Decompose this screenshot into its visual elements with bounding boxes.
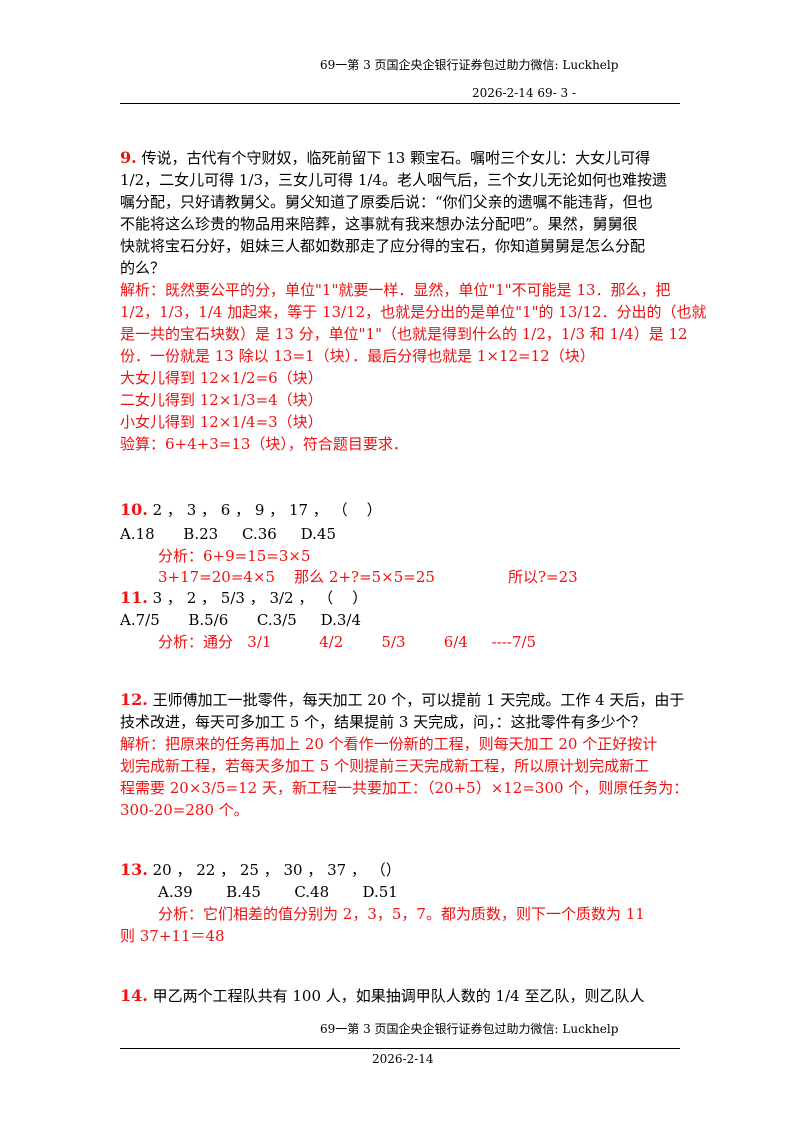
question-number: 13.	[120, 860, 148, 879]
question-number: 10.	[120, 500, 148, 519]
question-text: 传说，古代有个守财奴，临死前留下 13 颗宝石。嘱咐三个女儿：大女儿可得	[141, 149, 651, 167]
answer-text: 份．一份就是 13 除以 13=1（块）．最后分得也就是 1×12=12（块）	[120, 347, 595, 365]
answer-text: 解析：既然要公平的分，单位"1"就要一样．显然，单位"1"不可能是 13．那么，…	[120, 281, 671, 299]
answer-options: A.39 B.45 C.48 D.51	[158, 883, 398, 901]
answer-text: 程需要 20×3/5=12 天，新工程一共要加工：（20+5）×12=300 个…	[120, 779, 689, 797]
question-number: 9.	[120, 148, 137, 167]
answer-text: 3+17=20=4×5 那么 2+?=5×5=25	[158, 568, 435, 586]
answer-text: 则 37+11＝48	[120, 927, 225, 945]
question-text: 的么？	[120, 259, 166, 277]
answer-text: 分析：它们相差的值分别为 2，3，5，7。都为质数，则下一个质数为 11	[158, 905, 645, 923]
question-text: 20 ， 22 ， 25 ， 30 ， 37 ， （）	[152, 861, 401, 879]
question-number: 11.	[120, 588, 148, 607]
page-footer-text: 69一第 3 页国企央企银行证券包过助力微信: Luckhelp	[320, 1022, 619, 1036]
answer-text: 所以?=23	[508, 568, 578, 586]
question-text: 王师傅加工一批零件，每天加工 20 个，可以提前 1 天完成。工作 4 天后，由…	[152, 691, 685, 709]
question-text: 3 ， 2 ， 5/3 ， 3/2 ， （ ）	[152, 589, 368, 607]
answer-text: 1/2，1/3，1/4 加起来，等于 13/12，也就是分出的是单位"1"的 1…	[120, 303, 707, 321]
question-number: 12.	[120, 690, 148, 709]
answer-options: A.18 B.23 C.36 D.45	[120, 525, 336, 543]
question-number: 14.	[120, 986, 148, 1005]
question-text: 不能将这么珍贵的物品用来陪葬，这事就有我来想办法分配吧”。果然，舅舅很	[120, 215, 638, 233]
answer-text: 解析：把原来的任务再加上 20 个看作一份新的工程，则每天加工 20 个正好按计	[120, 735, 658, 753]
answer-text: 300-20=280 个。	[120, 801, 249, 819]
question-text: 嘱分配，只好请教舅父。舅父知道了原委后说：“你们父亲的遗嘱不能违背，但也	[120, 193, 653, 211]
answer-text: 小女儿得到 12×1/4=3（块）	[120, 413, 323, 431]
answer-text: 大女儿得到 12×1/2=6（块）	[120, 369, 323, 387]
answer-text: 验算：6+4+3=13（块），符合题目要求．	[120, 435, 408, 453]
answer-options: A.7/5 B.5/6 C.3/5 D.3/4	[120, 611, 361, 629]
page-header-text: 69一第 3 页国企央企银行证券包过助力微信: Luckhelp	[320, 58, 619, 72]
header-rule	[120, 103, 680, 104]
page-footer-date: 2026-2-14	[372, 1052, 434, 1066]
answer-text: 二女儿得到 12×1/3=4（块）	[120, 391, 323, 409]
answer-text: 划完成新工程，若每天多加工 5 个则提前三天完成新工程，所以原计划完成新工	[120, 757, 650, 775]
footer-rule	[120, 1048, 680, 1049]
page-header-date: 2026-2-14 69- 3 -	[472, 86, 577, 100]
answer-text: 分析：通分 3/1 4/2 5/3 6/4 ----7/5	[158, 633, 537, 651]
question-text: 快就将宝石分好，姐妹三人都如数那走了应分得的宝石，你知道舅舅是怎么分配	[120, 237, 646, 255]
question-text: 2 ， 3 ， 6 ， 9 ， 17 ， （ ）	[152, 501, 382, 519]
question-text: 1/2，二女儿可得 1/3，三女儿可得 1/4。老人咽气后，三个女儿无论如何也难…	[120, 171, 667, 189]
answer-text: 分析：6+9=15=3×5	[158, 547, 311, 565]
question-text: 甲乙两个工程队共有 100 人，如果抽调甲队人数的 1/4 至乙队，则乙队人	[152, 987, 645, 1005]
question-text: 技术改进，每天可多加工 5 个，结果提前 3 天完成，问，：这批零件有多少个？	[120, 713, 646, 731]
answer-text: 是一共的宝石块数）是 13 分，单位"1"（也就是得到什么的 1/2，1/3 和…	[120, 325, 688, 343]
